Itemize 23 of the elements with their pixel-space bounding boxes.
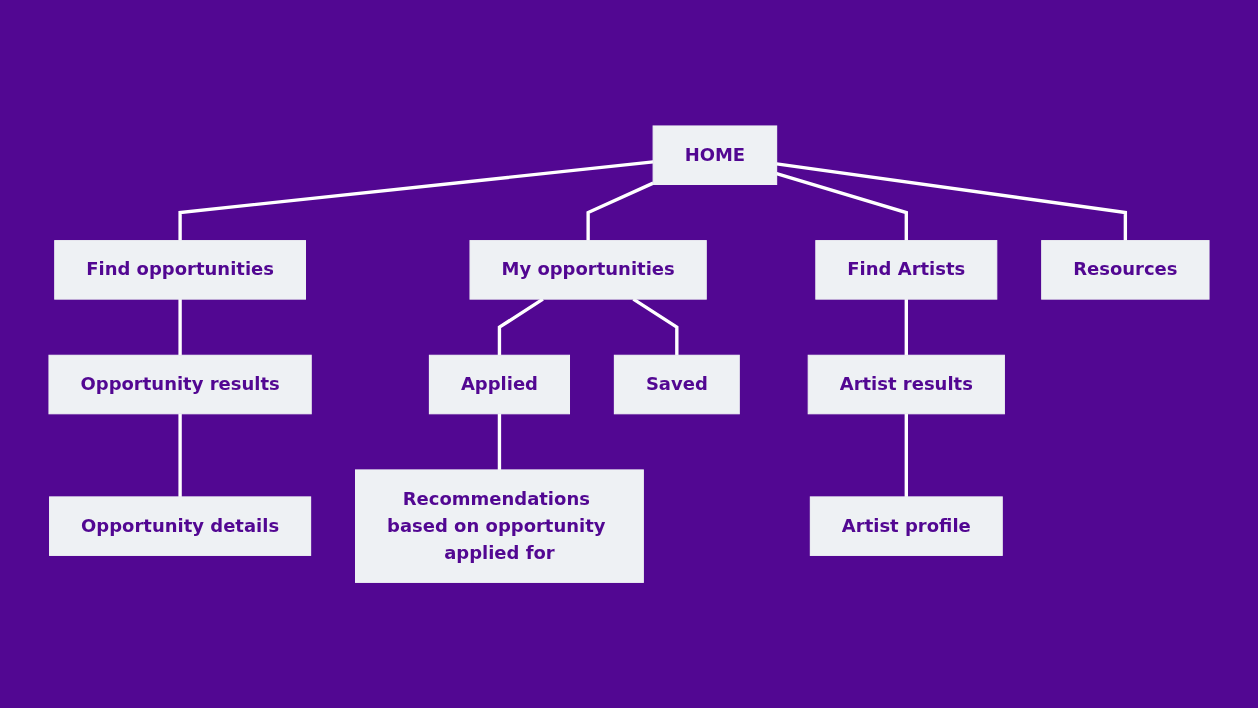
node-box: Recommendations based on opportunity applied for [355,469,644,583]
connector [776,171,908,241]
connector [776,162,1128,241]
connector [497,297,544,356]
node-box: Opportunity results [48,354,312,415]
node-box: Applied [428,354,570,415]
node-box: Artist profile [809,496,1003,556]
connector [178,160,654,241]
connector [632,297,679,356]
connector [178,298,182,356]
node-box: Artist results [807,354,1005,415]
node-box: Find Artists [815,239,998,300]
connector [178,413,182,497]
node-box: HOME [652,125,778,185]
connector [497,413,502,470]
node-box: Saved [613,354,740,415]
connector [904,413,908,497]
node-box: Opportunity details [49,496,312,556]
node-box: Find opportunities [54,239,306,300]
node-box: Resources [1041,239,1210,300]
connector [904,298,908,356]
connector [586,181,654,241]
node-box: My opportunities [469,239,707,300]
